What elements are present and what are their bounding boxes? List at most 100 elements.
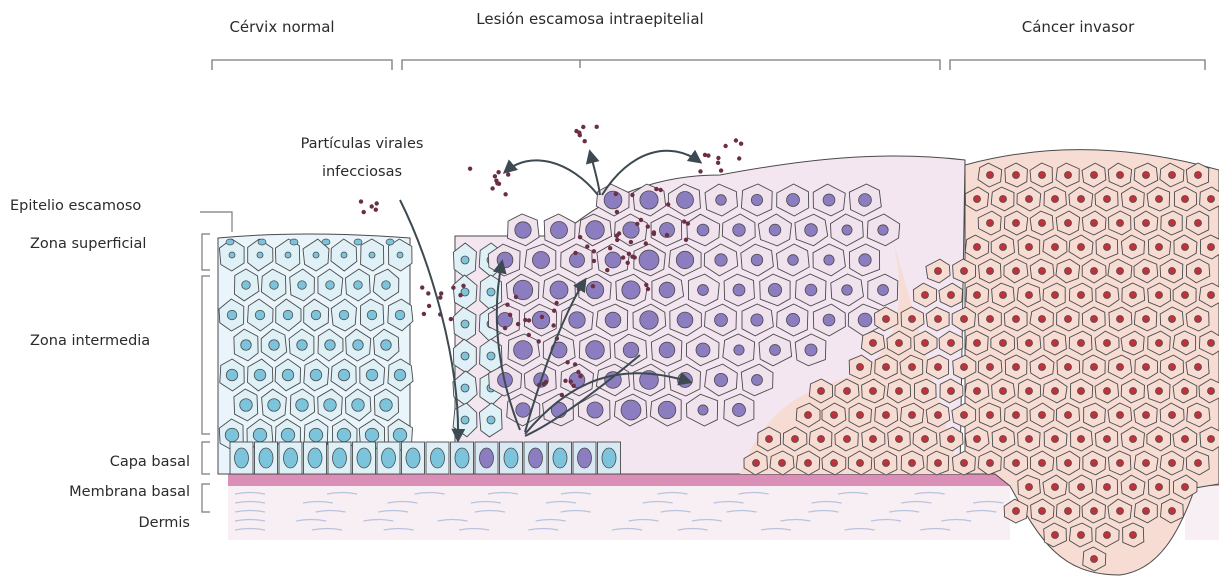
nucleus (604, 191, 622, 209)
nucleus (658, 401, 676, 419)
viral-particle (739, 142, 743, 146)
nucleus (1117, 460, 1124, 467)
nucleus (1117, 172, 1124, 179)
nucleus (1195, 412, 1202, 419)
nucleus (1208, 244, 1215, 251)
nucleus (858, 313, 872, 327)
nucleus (1182, 196, 1189, 203)
label-intermediate: Zona intermedia (30, 333, 150, 349)
nucleus (770, 345, 781, 356)
viral-particle (505, 303, 509, 307)
nucleus (1169, 220, 1176, 227)
nucleus (922, 292, 929, 299)
bracket-epithelium (200, 212, 232, 232)
nucleus (229, 252, 235, 258)
nucleus (397, 252, 403, 258)
nucleus (1052, 244, 1059, 251)
label-dermis: Dermis (138, 515, 190, 531)
nucleus (1104, 196, 1111, 203)
nucleus (586, 281, 603, 298)
nucleus (844, 388, 851, 395)
nucleus (1117, 412, 1124, 419)
nucleus (734, 345, 744, 355)
nucleus (1052, 532, 1059, 539)
nucleus (268, 399, 281, 412)
nucleus (961, 364, 968, 371)
nucleus (716, 195, 727, 206)
viral-particle (523, 318, 527, 322)
nucleus (325, 340, 336, 351)
viral-particle (514, 295, 518, 299)
nucleus (1195, 172, 1202, 179)
viral-particle (592, 259, 596, 263)
nucleus (1195, 220, 1202, 227)
viral-particle (635, 222, 639, 226)
nucleus (732, 403, 745, 416)
viral-particle (362, 210, 366, 214)
nucleus (987, 268, 994, 275)
nucleus (961, 268, 968, 275)
basal-nucleus (578, 448, 592, 468)
viral-particle (374, 208, 378, 212)
bracket-intermediate (202, 276, 210, 434)
nucleus (1013, 508, 1020, 515)
nucleus (532, 251, 549, 268)
nucleus (487, 288, 495, 296)
nucleus (1091, 364, 1098, 371)
basal-nucleus (455, 448, 469, 468)
nucleus (909, 364, 916, 371)
viral-particle (438, 295, 442, 299)
viral-particle (569, 379, 573, 383)
nucleus (769, 224, 781, 236)
nucleus (282, 369, 294, 381)
viral-particle (426, 291, 430, 295)
nucleus (857, 364, 864, 371)
basal-nucleus (284, 448, 298, 468)
bracket-normal (212, 60, 392, 70)
basal-nucleus (406, 448, 420, 468)
nucleus (1026, 196, 1033, 203)
nucleus (395, 310, 405, 320)
nucleus (844, 436, 851, 443)
nucleus (1156, 484, 1163, 491)
nucleus (974, 340, 981, 347)
viral-particle (665, 233, 669, 237)
nucleus (353, 340, 364, 351)
nucleus (659, 342, 675, 358)
basal-nucleus (504, 448, 518, 468)
nucleus (753, 460, 760, 467)
nucleus (1130, 436, 1137, 443)
nucleus (381, 340, 392, 351)
viral-particle (552, 309, 556, 313)
cancer-cell (1148, 475, 1169, 499)
nucleus (974, 436, 981, 443)
label-superficial: Zona superficial (30, 236, 146, 252)
nucleus (1130, 292, 1137, 299)
viral-particle (551, 323, 555, 327)
nucleus (1130, 340, 1137, 347)
viral-particle (458, 293, 462, 297)
nucleus (752, 375, 763, 386)
nucleus (733, 224, 745, 236)
nucleus (751, 194, 762, 205)
nucleus (961, 460, 968, 467)
nucleus (1143, 316, 1150, 323)
nucleus (639, 250, 659, 270)
nucleus (1039, 220, 1046, 227)
nucleus (225, 428, 239, 442)
nucleus (1169, 412, 1176, 419)
nucleus (227, 310, 237, 320)
nucleus (805, 224, 818, 237)
nucleus (1091, 412, 1098, 419)
viral-particle (614, 192, 618, 196)
nucleus (805, 344, 817, 356)
viral-particle (592, 249, 596, 253)
nucleus (497, 252, 513, 268)
nucleus (677, 312, 693, 328)
nucleus (987, 220, 994, 227)
nucleus (896, 436, 903, 443)
lesion-cell (760, 274, 790, 306)
nucleus (883, 460, 890, 467)
nucleus (1169, 316, 1176, 323)
nucleus (270, 281, 279, 290)
